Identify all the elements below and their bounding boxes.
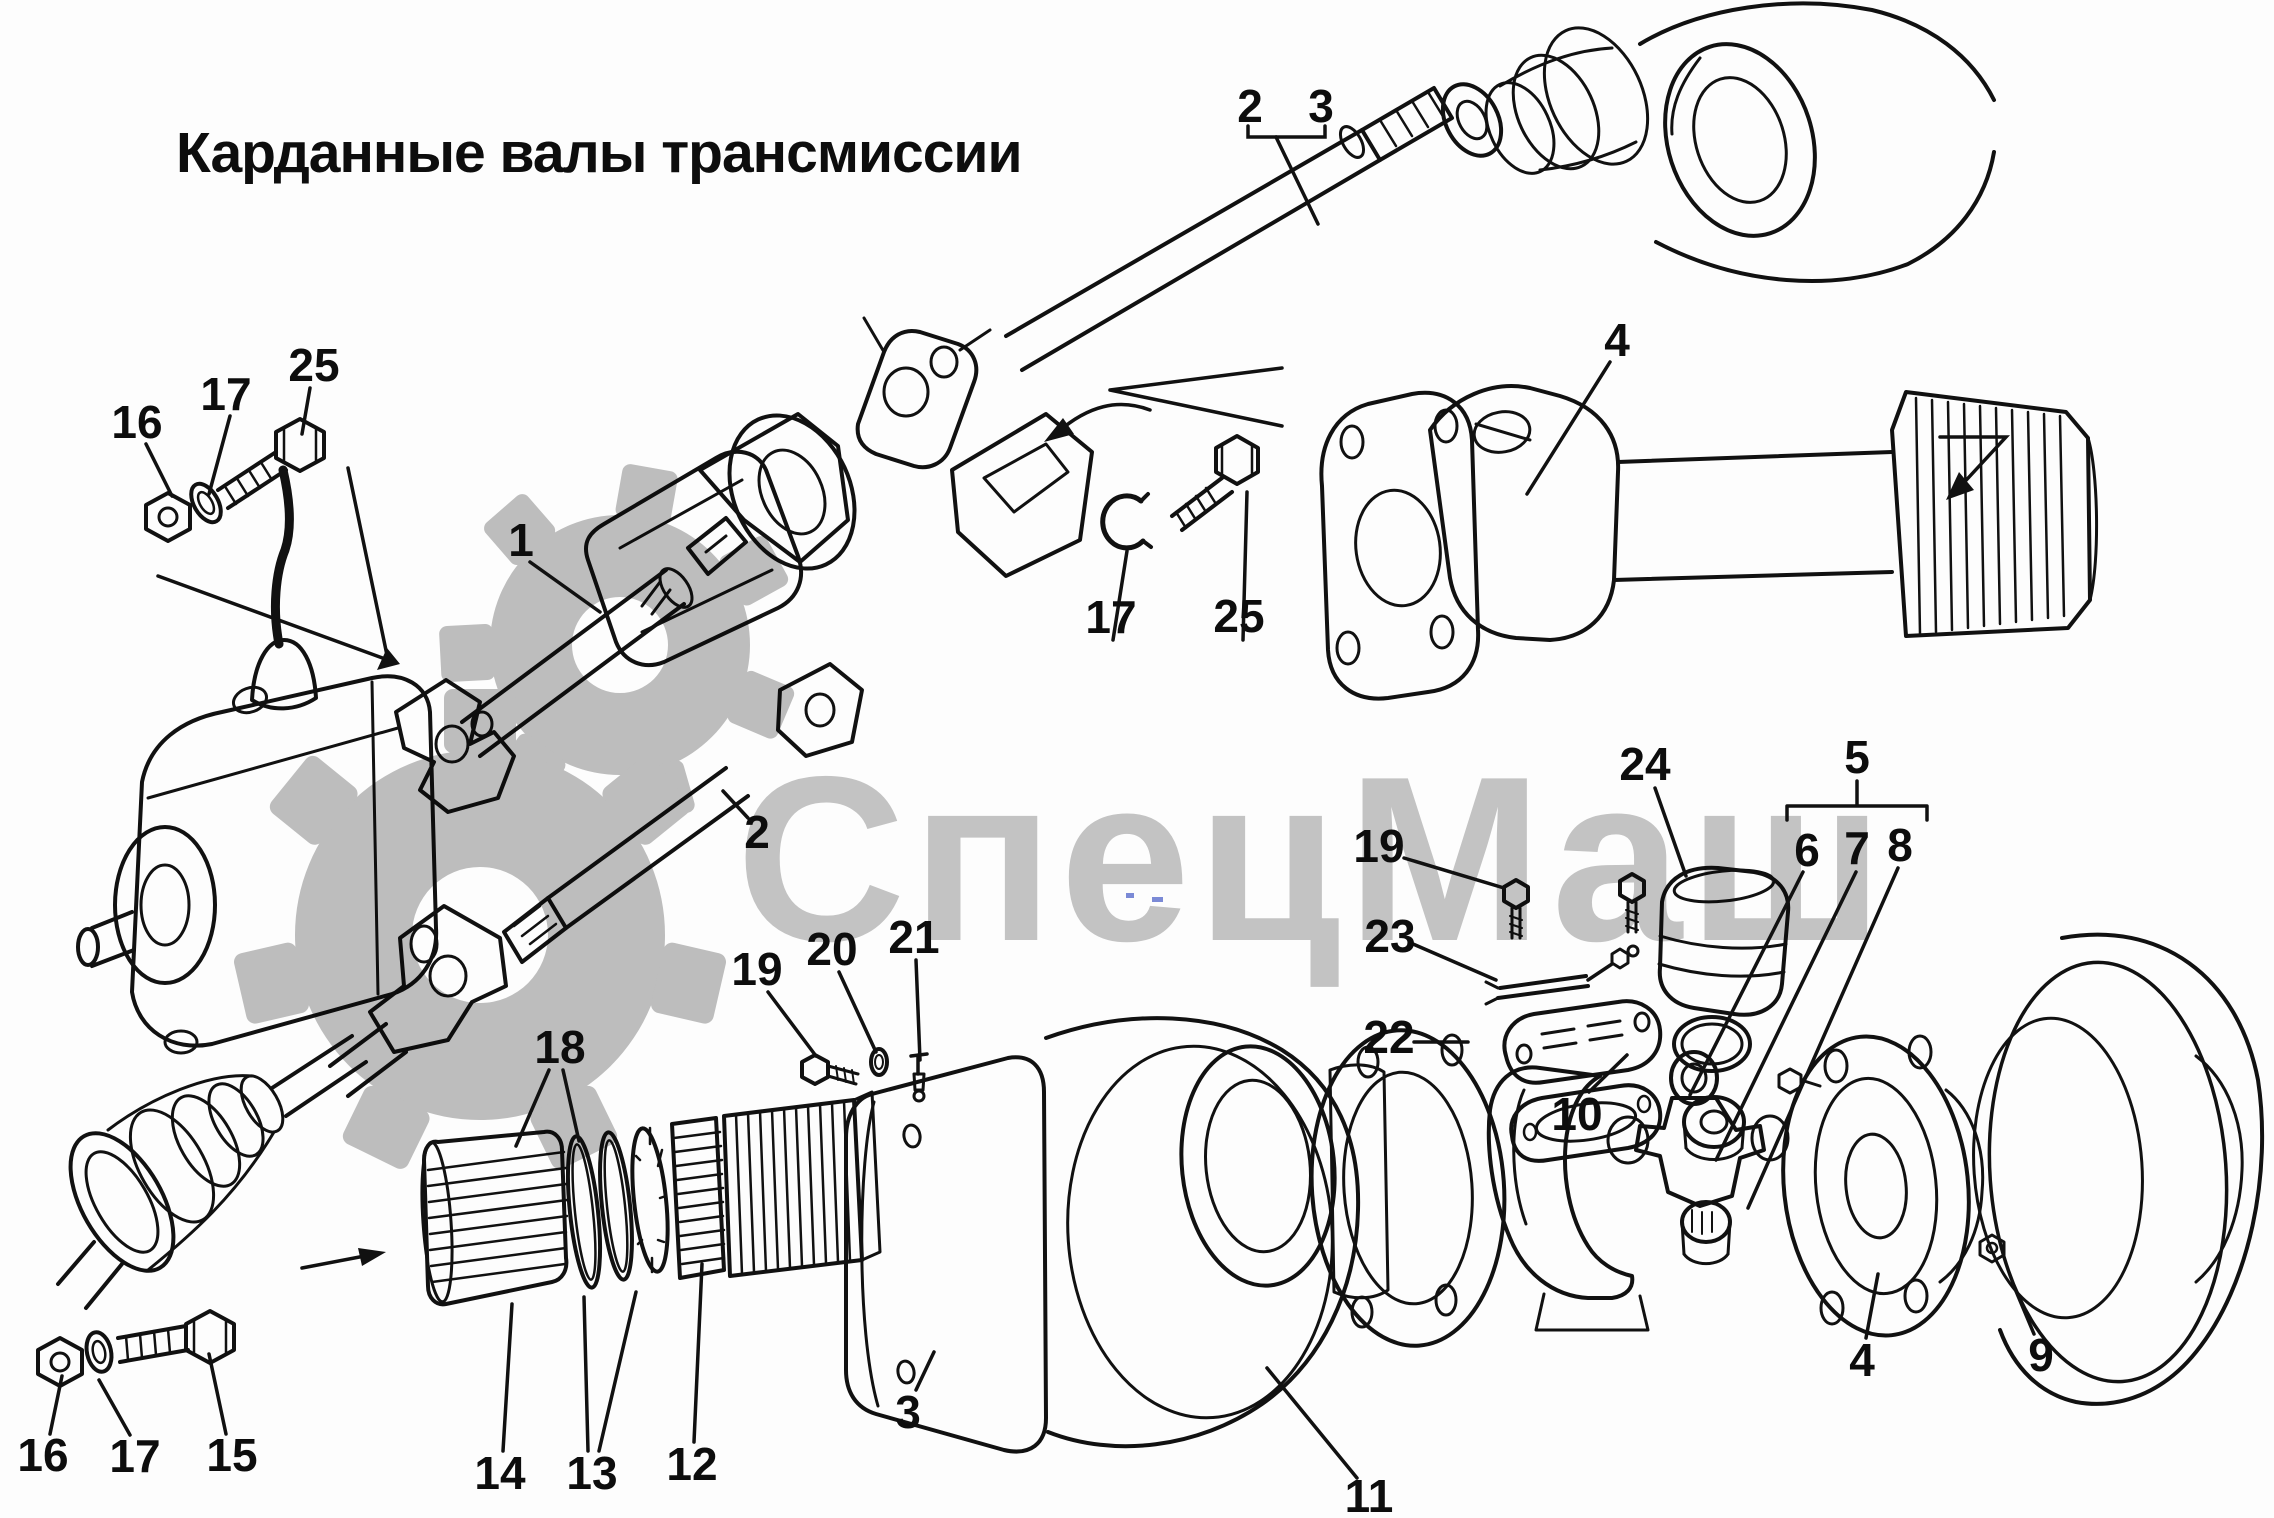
callout-24: 24 xyxy=(1619,738,1671,790)
callout-19-low: 19 xyxy=(731,943,783,995)
watermark-gear-lower xyxy=(234,689,726,1169)
bolt-kit-bottom-left xyxy=(36,1309,236,1388)
bolt-kit-top-left xyxy=(144,417,326,543)
callout-3-low: 3 xyxy=(895,1386,921,1438)
callout-17-tl: 17 xyxy=(200,368,252,420)
callout-20: 20 xyxy=(806,923,858,975)
rear-axle-housing xyxy=(1484,1,1996,284)
callout-22: 22 xyxy=(1363,1011,1415,1063)
front-axle-boot xyxy=(56,1034,368,1310)
watermark: СпецМаш xyxy=(234,464,1890,1169)
callout-14: 14 xyxy=(474,1447,526,1499)
arrowhead-bottom-left xyxy=(358,1248,386,1266)
callout-16-bl: 16 xyxy=(17,1429,69,1481)
callout-23: 23 xyxy=(1364,910,1416,962)
grease-link-23 xyxy=(1484,944,1640,1006)
transfer-case xyxy=(76,465,439,1055)
snap-ring-and-bolt-mid xyxy=(1100,434,1260,551)
callout-21: 21 xyxy=(888,911,940,963)
callout-4-top: 4 xyxy=(1604,314,1630,366)
callout-12: 12 xyxy=(666,1438,718,1490)
callout-1: 1 xyxy=(508,514,534,566)
flange-yoke-4-bottom xyxy=(1777,1034,2006,1338)
callout-9: 9 xyxy=(2028,1329,2054,1381)
support-bracket-10 xyxy=(1486,1065,1650,1332)
callout-16-tl: 16 xyxy=(111,396,163,448)
callout-15-bl: 15 xyxy=(206,1429,258,1481)
pointer-snap-ring-mid xyxy=(1108,366,1284,428)
curved-arrow-center-line xyxy=(1056,402,1152,434)
callout-2-top: 2 xyxy=(1237,80,1263,132)
callout-4-br: 4 xyxy=(1849,1334,1875,1386)
callout-17-bl: 17 xyxy=(109,1430,161,1482)
housing-3-and-bell-11 xyxy=(844,1016,1507,1454)
callout-10: 10 xyxy=(1551,1088,1603,1140)
callout-25-tl: 25 xyxy=(288,339,340,391)
cover-22-and-gaskets xyxy=(1502,999,1752,1163)
callout-5: 5 xyxy=(1844,731,1870,783)
callout-8: 8 xyxy=(1887,819,1913,871)
callout-25-mid: 25 xyxy=(1213,590,1265,642)
arrowheads xyxy=(358,418,1974,1266)
callout-18: 18 xyxy=(534,1021,586,1073)
callout-3-top: 3 xyxy=(1308,80,1334,132)
arrowhead-top-right xyxy=(1946,472,1974,500)
arrowhead-pointer-top-left xyxy=(377,648,400,670)
figure-title: Карданные валы трансмиссии xyxy=(176,121,1023,185)
watermark-text: СпецМаш xyxy=(736,727,1890,990)
callout-11: 11 xyxy=(1344,1470,1394,1518)
flange-yoke-4-top xyxy=(1319,384,2099,701)
callout-2-low: 2 xyxy=(744,806,770,858)
direction-arrow-top-right-line xyxy=(1938,435,2010,491)
callout-6: 6 xyxy=(1794,824,1820,876)
ujoint-cross-5 xyxy=(1606,1050,1790,1266)
callout-19-right: 19 xyxy=(1353,820,1405,872)
callout-13: 13 xyxy=(566,1447,618,1499)
bell-housing-9 xyxy=(1972,932,2265,1406)
pointer-bolt-kit-top-left xyxy=(156,466,390,662)
arrowhead-curved-center xyxy=(1044,418,1074,442)
direction-arrow-bottom-left-line xyxy=(300,1253,372,1270)
blue-specks xyxy=(1126,893,1163,902)
callout-17-mid: 17 xyxy=(1085,591,1137,643)
slip-yoke-exploded xyxy=(420,1090,882,1307)
lower-small-fasteners xyxy=(800,1047,929,1103)
propshaft-2-3-upper xyxy=(1004,82,1504,372)
leader-lines xyxy=(48,124,2036,1480)
boot-24 xyxy=(1657,865,1791,1017)
callout-7: 7 xyxy=(1844,822,1870,874)
